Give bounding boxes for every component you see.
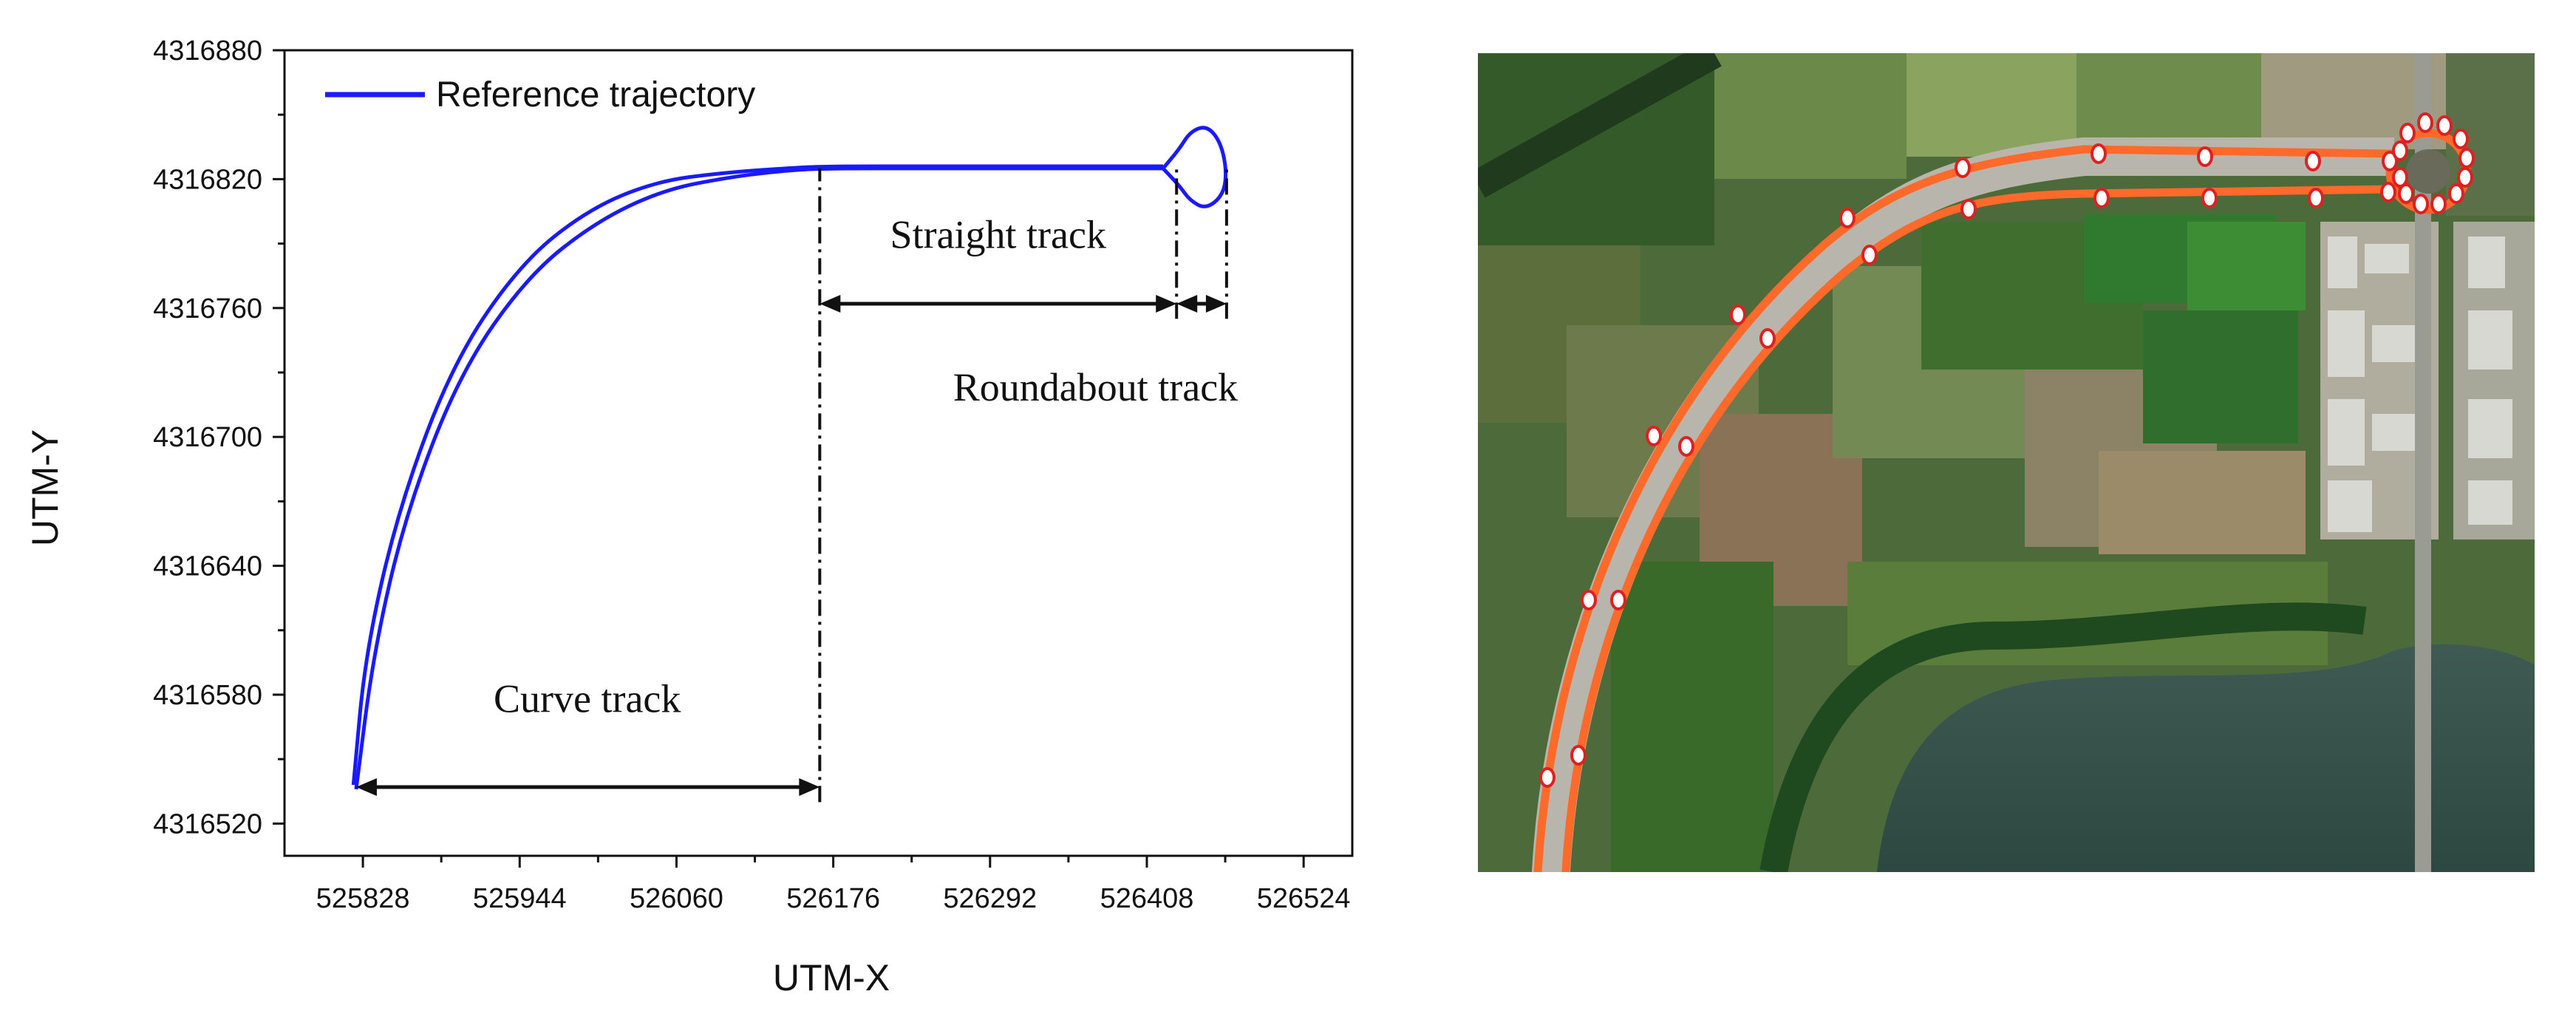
route-marker — [2201, 188, 2218, 208]
series-line-0 — [354, 166, 1163, 790]
route-marker — [2457, 167, 2473, 188]
route-marker — [2197, 146, 2213, 167]
route-marker — [1539, 767, 1556, 788]
straight-track-label: Straight track — [890, 212, 1106, 256]
curve-track-label: Curve track — [494, 676, 681, 721]
route-marker — [1839, 208, 1856, 228]
route-marker — [2448, 183, 2464, 204]
legend-label: Reference trajectory — [436, 75, 755, 115]
route-marker — [1759, 328, 1776, 349]
span-arrow-head-left — [1176, 294, 1198, 313]
route-marker — [2091, 143, 2107, 164]
span-arrow-head-right — [1156, 294, 1177, 313]
roundabout-center — [2406, 149, 2450, 194]
route-marker — [2392, 140, 2408, 161]
tree-line — [1759, 602, 2367, 872]
series-layer — [351, 126, 1228, 790]
route-marker — [1581, 590, 1597, 610]
route-marker — [1570, 745, 1587, 766]
route-marker — [2459, 148, 2475, 168]
plot-frame — [283, 49, 1354, 857]
span-arrow-head-right — [1205, 294, 1227, 313]
route-marker — [1610, 590, 1626, 610]
tree-line-2 — [1478, 53, 1722, 198]
x-tick-label: 526176 — [786, 883, 880, 914]
route-marker — [2436, 115, 2453, 136]
plot-border — [283, 49, 1354, 857]
span-arrow-head-left — [820, 294, 841, 313]
route-marker — [1678, 436, 1694, 457]
y-axis-ticks: 4316520 4316580 4316640 4316700 4316760 43168… — [153, 35, 284, 840]
y-tick-label: 4316580 — [153, 680, 262, 711]
road-surface — [1531, 137, 2394, 872]
route-marker — [1730, 304, 1746, 325]
vertical-road — [2415, 53, 2431, 872]
y-tick-label: 4316820 — [153, 164, 262, 195]
y-tick-label: 4316760 — [153, 293, 262, 324]
route-marker — [2399, 123, 2416, 143]
x-tick-label: 525828 — [316, 883, 410, 914]
route-marker — [2413, 194, 2429, 214]
roundabout-track-label: Roundabout track — [953, 365, 1238, 409]
trajectory-chart: 525828 525944 526060 526176 526292 526408 5265… — [24, 35, 1354, 998]
y-tick-label: 4316700 — [153, 422, 262, 453]
x-axis-ticks: 525828 525944 526060 526176 526292 526408 5265… — [316, 856, 1351, 914]
field-patches — [1478, 53, 2535, 872]
route-marker — [2398, 183, 2414, 204]
route-marker — [1955, 157, 1971, 178]
route-markers — [1539, 112, 2475, 788]
x-tick-label: 526292 — [943, 883, 1037, 914]
x-tick-label: 526524 — [1257, 883, 1351, 914]
legend: Reference trajectory — [325, 75, 755, 115]
route-inner — [1561, 185, 2395, 872]
x-tick-label: 526408 — [1100, 883, 1194, 914]
span-arrow-head-right — [799, 777, 820, 796]
lake — [1877, 644, 2535, 872]
route-marker — [2430, 194, 2447, 214]
route-marker — [2382, 151, 2398, 171]
y-tick-label: 4316520 — [153, 809, 262, 840]
route-marker — [1861, 245, 1878, 265]
x-tick-label: 525944 — [473, 883, 567, 914]
route-marker — [2305, 151, 2321, 171]
route-marker — [1646, 426, 1662, 446]
x-axis-label: UTM-X — [773, 957, 890, 998]
span-arrow-head-left — [355, 777, 377, 796]
route-marker — [2380, 182, 2396, 202]
route-marker — [1960, 199, 1977, 219]
x-tick-label: 526060 — [630, 883, 723, 914]
roundabout-loop — [1162, 126, 1228, 208]
route-marker — [2453, 129, 2469, 149]
route-marker — [2417, 112, 2433, 133]
y-axis-label: UTM-Y — [24, 429, 66, 546]
y-tick-label: 4316640 — [153, 551, 262, 582]
y-tick-label: 4316880 — [153, 35, 262, 67]
route-marker — [2093, 188, 2110, 208]
route-marker — [2308, 188, 2324, 208]
route-marker — [2392, 167, 2408, 188]
series-line-1 — [351, 164, 1163, 786]
